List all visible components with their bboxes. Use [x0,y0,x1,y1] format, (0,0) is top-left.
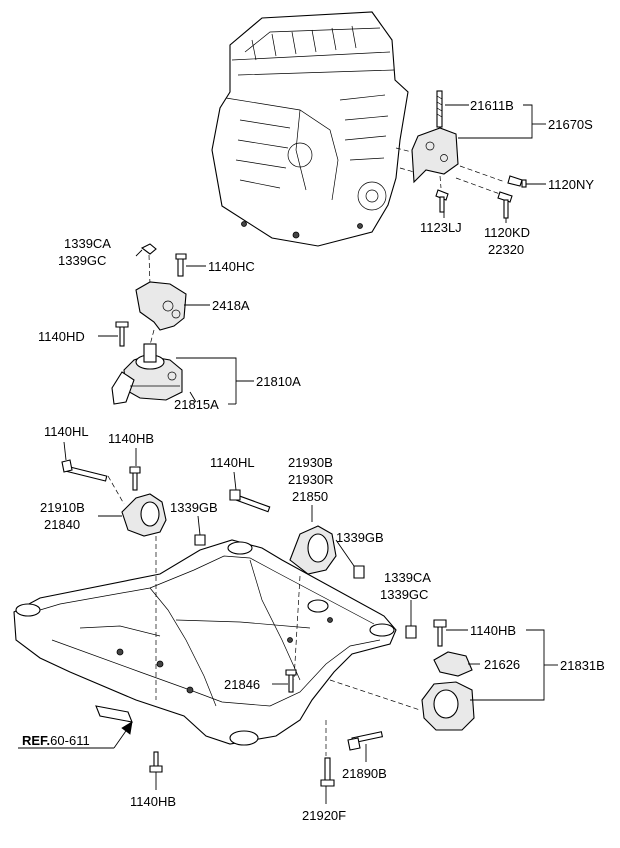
misc-bolts [149,669,384,787]
left-engine-mount-assembly [111,243,187,405]
engine-block-illustration [211,11,409,247]
subframe-crossmember [13,539,397,746]
label-1140HL-left[interactable]: 1140HL [44,424,89,439]
label-21850[interactable]: 21850 [292,489,328,504]
label-1339GB-right[interactable]: 1339GB [336,530,384,545]
label-1140HB-right[interactable]: 1140HB [470,623,516,638]
label-1140HB-bottom[interactable]: 1140HB [130,794,176,809]
label-1339GC-right[interactable]: 1339GC [380,587,428,602]
label-1339CA-right[interactable]: 1339CA [384,570,431,585]
label-21920F[interactable]: 21920F [302,808,346,823]
label-21930B[interactable]: 21930B [288,455,333,470]
label-21611B[interactable]: 21611B [470,98,514,113]
label-21846[interactable]: 21846 [224,677,260,692]
label-2418A[interactable]: 2418A [212,298,250,313]
label-21890B[interactable]: 21890B [342,766,387,781]
label-21910B[interactable]: 21910B [40,500,85,515]
front-roll-mount [61,459,206,700]
label-21810A[interactable]: 21810A [256,374,301,389]
bracket-bolts [435,165,527,219]
label-21626[interactable]: 21626 [484,657,520,672]
label-21831B[interactable]: 21831B [560,658,605,673]
transmission-mount-assembly [329,619,475,731]
reference-number: 60-611 [50,733,90,748]
label-21930R[interactable]: 21930R [288,472,334,487]
label-21815A[interactable]: 21815A [174,397,219,412]
rear-roll-mount [229,489,365,681]
label-1140HL-mid[interactable]: 1140HL [210,455,255,470]
label-21840[interactable]: 21840 [44,517,80,532]
label-1140HB-left[interactable]: 1140HB [108,431,154,446]
label-1120KD[interactable]: 1120KD [484,225,530,240]
label-1140HC[interactable]: 1140HC [208,259,255,274]
engine-side-bracket [395,90,459,184]
label-21670S[interactable]: 21670S [548,117,593,132]
label-1140HD[interactable]: 1140HD [38,329,85,344]
label-1120NY[interactable]: 1120NY [548,177,594,192]
reference-link[interactable]: REF.60-611 [22,733,90,748]
leader-lines [18,104,558,804]
reference-prefix: REF. [22,733,50,748]
label-1123LJ[interactable]: 1123LJ [420,220,462,235]
label-1339CA-top[interactable]: 1339CA [64,236,111,251]
label-22320[interactable]: 22320 [488,242,524,257]
part-number-labels: 21611B 21670S 1120NY 1123LJ 1120KD 22320… [22,98,605,823]
label-1339GC-top[interactable]: 1339GC [58,253,106,268]
label-1339GB-left[interactable]: 1339GB [170,500,218,515]
